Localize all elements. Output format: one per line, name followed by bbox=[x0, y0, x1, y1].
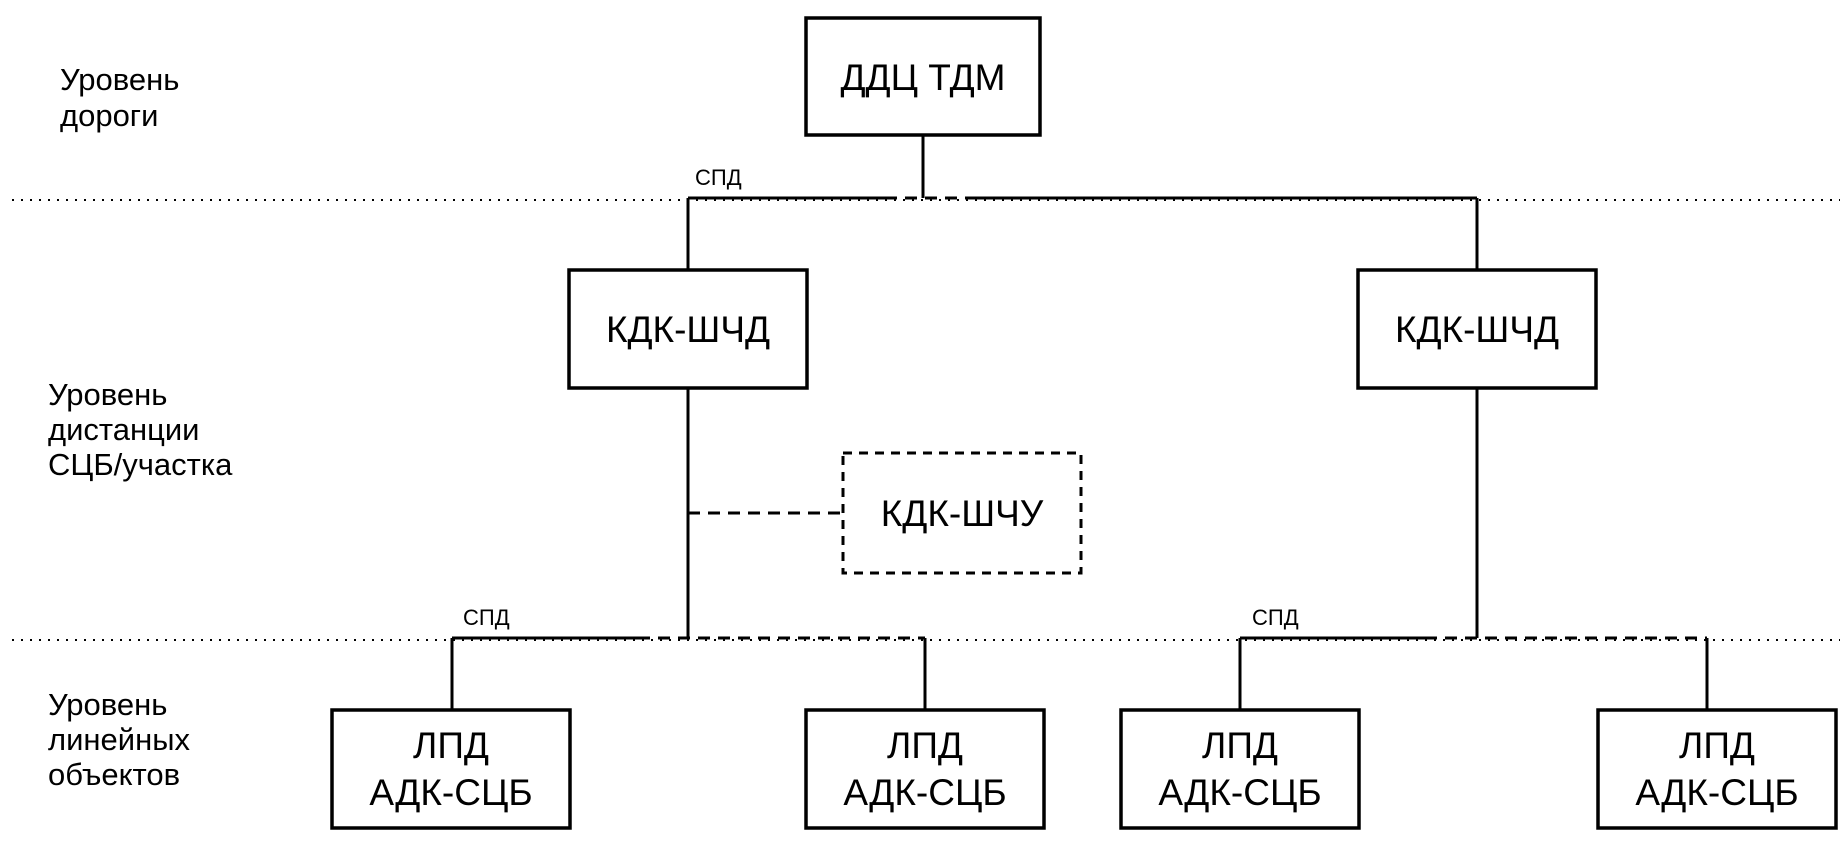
svg-text:Уровень: Уровень bbox=[60, 62, 179, 97]
box-lpd-adk-3: ЛПД АДК-СЦБ bbox=[1119, 708, 1361, 830]
box-kdk-shchu-optional: КДК-ШЧУ bbox=[841, 451, 1083, 575]
box-lpd-adk-2: ЛПД АДК-СЦБ bbox=[804, 708, 1046, 830]
network-label-bottom-right: СПД bbox=[1252, 605, 1299, 630]
box-ddc-tdm: ДДЦ ТДМ bbox=[804, 16, 1042, 137]
level-label-road: Уровень дороги bbox=[60, 62, 179, 133]
network-label-top: СПД bbox=[695, 165, 742, 190]
level-label-linear: Уровень линейных объектов bbox=[48, 687, 190, 792]
svg-text:АДК-СЦБ: АДК-СЦБ bbox=[843, 772, 1006, 813]
svg-text:дистанции: дистанции bbox=[48, 412, 200, 447]
svg-text:СЦБ/участка: СЦБ/участка bbox=[48, 447, 233, 482]
svg-text:АДК-СЦБ: АДК-СЦБ bbox=[1158, 772, 1321, 813]
box-kdk-shchd-right: КДК-ШЧД bbox=[1356, 268, 1598, 390]
svg-text:объектов: объектов bbox=[48, 757, 180, 792]
svg-text:КДК-ШЧД: КДК-ШЧД bbox=[606, 309, 770, 350]
svg-text:Уровень: Уровень bbox=[48, 687, 167, 722]
svg-text:ДДЦ ТДМ: ДДЦ ТДМ bbox=[840, 57, 1005, 98]
svg-text:КДК-ШЧУ: КДК-ШЧУ bbox=[881, 493, 1044, 534]
svg-text:ЛПД: ЛПД bbox=[887, 725, 963, 766]
svg-text:ЛПД: ЛПД bbox=[1679, 725, 1755, 766]
svg-text:КДК-ШЧД: КДК-ШЧД bbox=[1395, 309, 1559, 350]
svg-text:АДК-СЦБ: АДК-СЦБ bbox=[1635, 772, 1798, 813]
svg-text:дороги: дороги bbox=[60, 98, 158, 133]
box-lpd-adk-4: ЛПД АДК-СЦБ bbox=[1596, 708, 1838, 830]
svg-text:Уровень: Уровень bbox=[48, 377, 167, 412]
box-kdk-shchd-left: КДК-ШЧД bbox=[567, 268, 809, 390]
svg-text:ЛПД: ЛПД bbox=[413, 725, 489, 766]
svg-text:ЛПД: ЛПД bbox=[1202, 725, 1278, 766]
connector-left-branch bbox=[450, 388, 927, 710]
box-lpd-adk-1: ЛПД АДК-СЦБ bbox=[330, 708, 572, 830]
connector-right-branch bbox=[1238, 388, 1709, 710]
svg-text:АДК-СЦБ: АДК-СЦБ bbox=[369, 772, 532, 813]
level-label-distance: Уровень дистанции СЦБ/участка bbox=[48, 377, 233, 482]
connector-top bbox=[686, 135, 1479, 270]
svg-text:линейных: линейных bbox=[48, 722, 190, 757]
network-label-bottom-left: СПД bbox=[463, 605, 510, 630]
